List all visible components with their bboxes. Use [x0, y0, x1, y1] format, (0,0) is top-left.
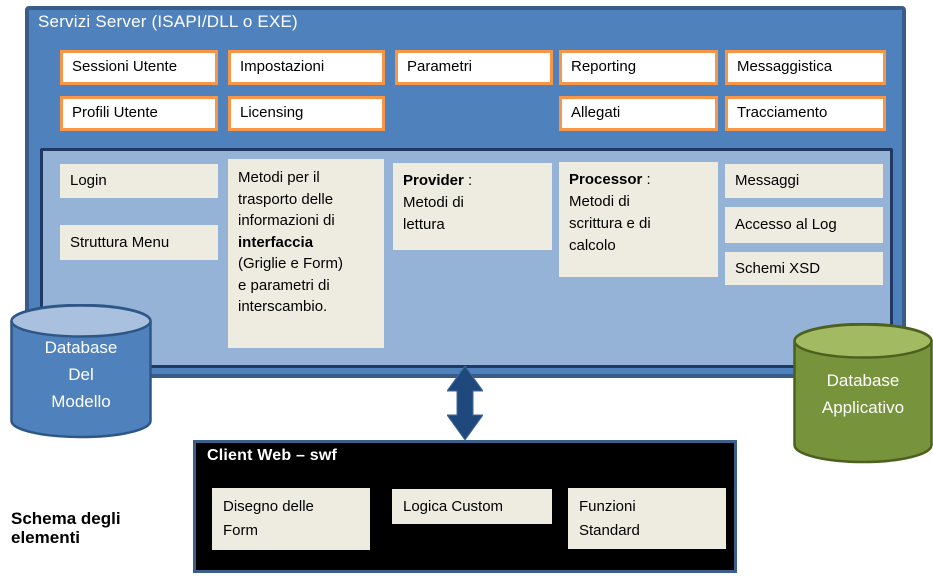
transport-line: Metodi per il	[238, 169, 320, 186]
module-sessioni-utente: Sessioni Utente	[60, 50, 218, 85]
transport-line: trasporto delle	[238, 190, 334, 208]
db-label-line: Del	[68, 365, 94, 384]
module-licensing: Licensing	[228, 96, 385, 131]
double-arrow-icon	[447, 366, 483, 440]
panel-provider: Provider : Metodi di lettura	[393, 163, 552, 250]
db-label-line: Database	[826, 371, 900, 390]
panel-logica-custom: Logica Custom	[392, 489, 552, 524]
module-messaggistica: Messaggistica	[725, 50, 886, 85]
panel-accesso-al-log: Accesso al Log	[725, 207, 883, 243]
provider-line: Metodi di	[403, 194, 464, 211]
disegno-line: Disegno delle	[223, 498, 314, 515]
provider-heading: Provider :	[403, 170, 552, 192]
panel-struttura-menu: Struttura Menu	[60, 225, 218, 260]
caption-line: Schema degli	[11, 509, 121, 528]
panel-disegno-form: Disegno delle Form	[212, 488, 370, 550]
panel-funzioni-standard: Funzioni Standard	[568, 488, 726, 549]
processor-heading: Processor :	[569, 169, 718, 191]
cylinder-shape-icon	[793, 323, 933, 464]
processor-line: calcolo	[569, 237, 616, 254]
panel-schemi-xsd: Schemi XSD	[725, 252, 883, 285]
client-web-title: Client Web – swf	[207, 447, 338, 464]
database-applicativo-cylinder: Database Applicativo	[793, 323, 933, 465]
panel-transport-description: Metodi per il trasporto delle informazio…	[228, 159, 384, 348]
transport-line: interscambio.	[238, 298, 328, 315]
processor-line: Metodi di	[569, 193, 630, 210]
panel-processor: Processor : Metodi di scrittura e di cal…	[559, 162, 718, 277]
provider-line: lettura	[403, 216, 445, 233]
transport-line-bold: interfaccia	[238, 233, 314, 251]
module-allegati: Allegati	[559, 96, 718, 131]
caption-line: elementi	[11, 528, 80, 547]
database-model-cylinder: Database Del Modello	[10, 304, 152, 440]
processor-separator: :	[642, 171, 651, 188]
server-box-title: Servizi Server (ISAPI/DLL o EXE)	[38, 12, 298, 31]
module-profili-utente: Profili Utente	[60, 96, 218, 131]
funzioni-line: Standard	[579, 522, 640, 539]
module-parametri: Parametri	[395, 50, 553, 85]
provider-separator: :	[463, 172, 473, 189]
transport-line: e parametri di	[238, 276, 330, 294]
diagram-caption: Schema degli elementi	[11, 509, 121, 547]
transport-line: (Griglie e Form)	[238, 255, 344, 272]
panel-login: Login	[60, 164, 218, 198]
disegno-line: Form	[223, 522, 258, 539]
processor-name: Processor	[569, 171, 643, 188]
db-label-line: Applicativo	[821, 398, 905, 417]
database-applicativo-label: Database Applicativo	[793, 323, 933, 421]
provider-name: Provider	[403, 172, 464, 189]
db-label-line: Modello	[51, 392, 111, 411]
cylinder-shape-icon	[10, 304, 152, 439]
database-model-label: Database Del Modello	[10, 304, 152, 415]
module-tracciamento: Tracciamento	[725, 96, 886, 131]
db-label-line: Database	[44, 338, 118, 357]
panel-messaggi: Messaggi	[725, 164, 883, 198]
module-reporting: Reporting	[559, 50, 718, 85]
transport-line: informazioni di	[238, 212, 335, 229]
processor-line: scrittura e di	[569, 215, 651, 232]
funzioni-line: Funzioni	[579, 498, 636, 515]
module-impostazioni: Impostazioni	[228, 50, 385, 85]
